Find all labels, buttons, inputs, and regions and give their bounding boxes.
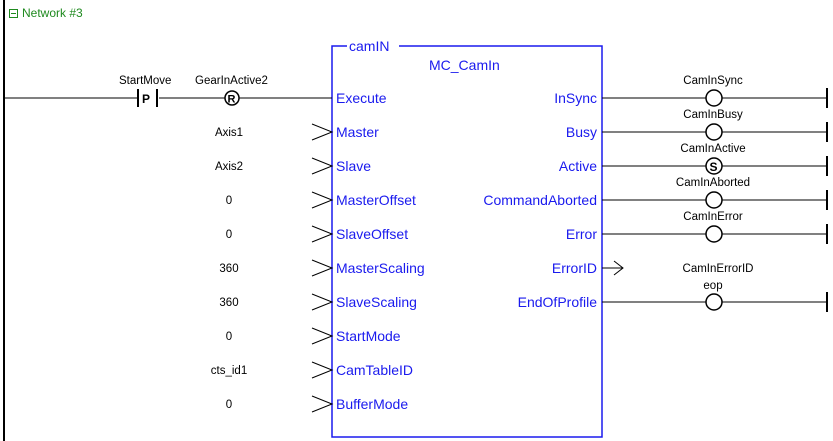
output-variable[interactable]: CamInErrorID [683, 263, 754, 275]
input-value[interactable]: Axis2 [215, 161, 243, 173]
network-header: Network #3 [9, 6, 83, 20]
output-variable[interactable]: CamInActive [680, 143, 745, 155]
output-coil-set[interactable]: S [705, 157, 723, 175]
output-pin: Error [566, 226, 597, 242]
output-coil[interactable] [705, 225, 723, 243]
output-coil[interactable] [705, 89, 723, 107]
output-arrow-icon [602, 260, 624, 276]
input-pin: MasterScaling [336, 260, 425, 276]
input-value[interactable]: 0 [226, 399, 232, 411]
block-type-name: MC_CamIn [429, 57, 500, 73]
block-instance-name: camIN [349, 38, 389, 54]
contact-symbol: P [142, 92, 150, 106]
output-wires [602, 97, 826, 303]
output-pin: Active [559, 158, 597, 174]
output-coil[interactable] [705, 191, 723, 209]
output-variable[interactable]: eop [703, 280, 722, 292]
contact-startmove[interactable]: P [137, 88, 159, 108]
input-pin: MasterOffset [336, 192, 416, 208]
input-value[interactable]: 0 [226, 229, 232, 241]
output-variable[interactable]: CamInError [683, 211, 743, 223]
input-pin: Execute [336, 90, 387, 106]
collapse-icon[interactable] [9, 8, 18, 18]
input-value[interactable]: cts_id1 [211, 365, 247, 377]
input-pin: Slave [336, 158, 371, 174]
output-coil[interactable] [705, 123, 723, 141]
input-pin: SlaveScaling [336, 294, 417, 310]
input-value[interactable]: Axis1 [215, 127, 243, 139]
output-pin: CommandAborted [483, 192, 597, 208]
output-coil[interactable] [705, 293, 723, 311]
coil-symbol: R [228, 94, 236, 106]
network-title: Network #3 [22, 6, 83, 20]
input-value[interactable]: 0 [226, 331, 232, 343]
input-pin: StartMode [336, 328, 401, 344]
input-value[interactable]: 360 [219, 263, 238, 275]
coil-symbol: S [710, 160, 718, 174]
input-pin: Master [336, 124, 379, 140]
contact-label: StartMove [119, 75, 171, 87]
output-variable[interactable]: CamInAborted [676, 177, 750, 189]
input-pin: CamTableID [336, 362, 413, 378]
output-pin: InSync [554, 90, 597, 106]
input-pin: SlaveOffset [336, 226, 408, 242]
input-pin: BufferMode [336, 396, 408, 412]
output-variable[interactable]: CamInSync [683, 75, 743, 87]
coil-gearinactive2[interactable]: R [224, 90, 240, 106]
output-variable[interactable]: CamInBusy [683, 109, 743, 121]
output-pin: EndOfProfile [518, 294, 598, 310]
coil-label: GearInActive2 [195, 75, 268, 87]
function-block[interactable] [331, 45, 603, 438]
input-value[interactable]: 360 [219, 297, 238, 309]
output-pin: ErrorID [552, 260, 597, 276]
input-arrow-icon [311, 123, 334, 413]
output-pin: Busy [566, 124, 597, 140]
input-value[interactable]: 0 [226, 195, 232, 207]
